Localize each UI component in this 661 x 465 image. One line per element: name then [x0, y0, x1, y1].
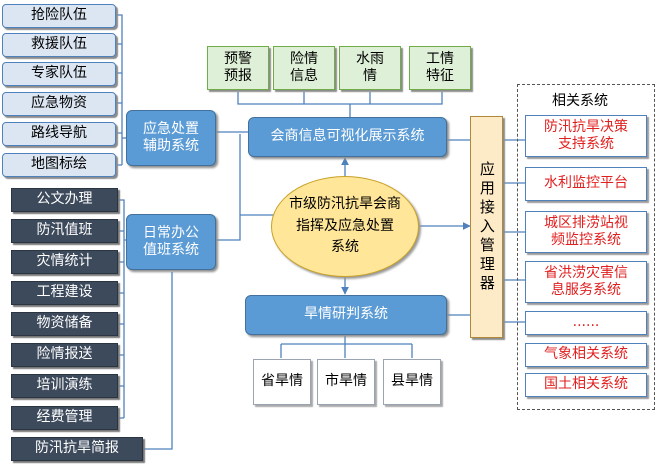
drought-item-county: 县旱情	[383, 359, 441, 405]
connector-bottom-items	[280, 336, 413, 358]
related-item-drainage-video: 城区排涝站视 频监控系统	[525, 211, 647, 253]
related-systems-frame	[517, 84, 655, 410]
connector-extra-item	[143, 272, 173, 450]
related-systems-title: 相关系统	[552, 93, 608, 109]
top-item-rain-water: 水雨 情	[339, 46, 401, 90]
drought-item-city: 市旱情	[317, 359, 375, 405]
drought-item-province: 省旱情	[253, 359, 311, 405]
emergency-item-map-annotation: 地图标绘	[2, 153, 116, 177]
office-item-risk-report: 险情报送	[11, 343, 118, 367]
office-item-documents: 公文办理	[11, 188, 118, 212]
application-access-manager: 应用接入管理器	[470, 116, 503, 338]
emergency-item-route-navigation: 路线导航	[2, 122, 116, 146]
emergency-aux-system-hub: 应急处置 辅助系统	[126, 110, 216, 166]
emergency-item-relief-team: 救援队伍	[2, 33, 116, 57]
top-item-engineering-features: 工情 特征	[409, 46, 471, 90]
connector-left-bottom-bracket	[118, 199, 126, 419]
office-item-training: 培训演练	[11, 374, 118, 398]
office-item-engineering: 工程建设	[11, 281, 118, 305]
emergency-item-expert-team: 专家队伍	[2, 62, 116, 86]
office-item-disaster-stats: 灾情统计	[11, 250, 118, 274]
office-item-bulletin: 防汛抗旱简报	[11, 437, 143, 461]
application-access-manager-label: 应用接入管理器	[477, 160, 496, 294]
connector-hub2-to-center	[216, 134, 241, 241]
consultation-visualization-system: 会商信息可视化展示系统	[248, 117, 447, 157]
office-item-material-reserve: 物资储备	[11, 312, 118, 336]
top-item-risk-info: 险情 信息	[273, 46, 335, 90]
drought-assessment-system: 旱情研判系统	[245, 295, 447, 335]
office-item-funding: 经费管理	[11, 406, 118, 430]
related-item-decision-support: 防汛抗旱决策 支持系统	[525, 115, 647, 157]
connector-left-top-bracket	[116, 14, 126, 166]
top-item-early-warning: 预警 预报	[207, 46, 269, 90]
emergency-item-rescue-team: 抢险队伍	[2, 4, 116, 28]
related-item-more: ......	[525, 311, 647, 335]
emergency-item-supplies: 应急物资	[2, 92, 116, 116]
related-item-land-resources: 国土相关系统	[525, 373, 647, 397]
related-item-meteorology: 气象相关系统	[525, 343, 647, 367]
central-command-system: 市级防汛抗旱会商 指挥及应急处置 系统	[271, 176, 419, 277]
related-item-water-monitoring: 水利监控平台	[525, 167, 647, 201]
office-item-duty: 防汛值班	[11, 219, 118, 243]
connector-gateway-to-related	[503, 139, 525, 323]
connector-top-items	[237, 92, 443, 117]
daily-office-system-hub: 日常办公 值班系统	[126, 214, 216, 270]
related-item-flood-info-service: 省洪涝灾害信 息服务系统	[525, 261, 647, 303]
